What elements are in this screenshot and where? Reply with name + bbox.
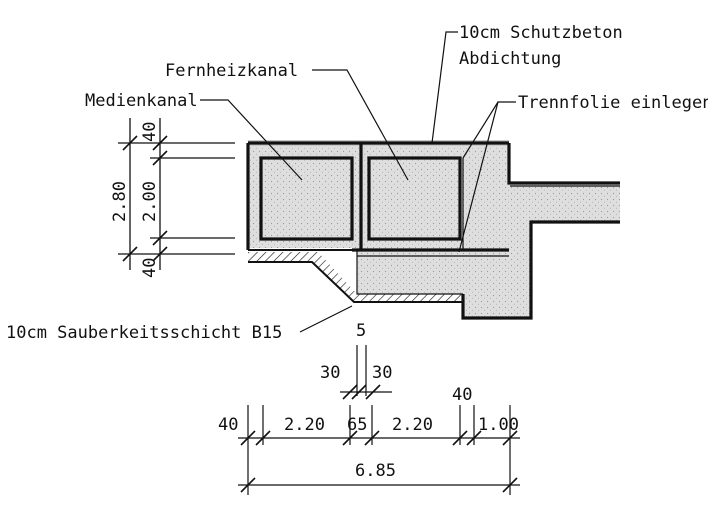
labels: 10cm Schutzbeton Abdichtung Fernheizkana… <box>6 23 708 343</box>
vdim-tick <box>152 246 168 262</box>
vdim-tick <box>152 150 168 166</box>
vdim-tick <box>122 135 138 151</box>
hdim-right-wall: 40 <box>452 385 472 405</box>
hdim-left-wall: 40 <box>218 415 238 435</box>
vertical-dimensions: 40 2.80 2.00 40 <box>110 118 235 278</box>
hdim-tick <box>240 430 256 446</box>
vdim-tick <box>152 230 168 246</box>
vdim-tick <box>152 135 168 151</box>
hdim-right-inner: 2.20 <box>392 415 433 435</box>
slab-top-line <box>507 143 620 185</box>
hdim-mid-right: 30 <box>372 363 392 383</box>
hdim-gap: 5 <box>356 321 366 341</box>
hdim-tick <box>342 384 358 400</box>
horizontal-dimensions: 5 30 30 40 40 2.20 65 2.20 1.00 6.85 <box>218 321 520 495</box>
label-schutzbeton: 10cm Schutzbeton <box>459 23 623 43</box>
vdim-inner-height: 2.00 <box>140 181 160 222</box>
hdim-tick <box>351 384 367 400</box>
label-sauberkeitsschicht: 10cm Sauberkeitsschicht B15 <box>6 323 282 343</box>
leader-lines <box>200 31 516 333</box>
hdim-overall-width: 6.85 <box>355 461 396 481</box>
leader-schutzbeton <box>431 31 458 144</box>
district-heating-cell <box>367 156 462 241</box>
hdim-mid-left: 30 <box>320 363 340 383</box>
vdim-tick <box>122 246 138 262</box>
label-trennfolie: Trennfolie einlegen <box>518 93 708 113</box>
leader-trennfolie-2 <box>462 101 499 159</box>
hdim-tick <box>502 477 518 493</box>
hdim-tick <box>365 384 381 400</box>
concrete-body <box>248 143 620 318</box>
hdim-left-inner: 2.20 <box>284 415 325 435</box>
vdim-top-wall: 40 <box>140 122 160 142</box>
hdim-tick <box>466 430 482 446</box>
concrete-structure <box>246 140 620 320</box>
hdim-tick <box>255 430 271 446</box>
leader-sauberkeitsschicht <box>299 305 353 333</box>
label-medienkanal: Medienkanal <box>85 91 198 111</box>
cleanliness-layer-edge <box>248 261 463 303</box>
media-channel-cell <box>259 156 354 241</box>
hdim-middle-wall: 65 <box>347 415 367 435</box>
hdim-tick <box>342 430 358 446</box>
label-fernheizkanal: Fernheizkanal <box>165 61 298 81</box>
hdim-tick <box>240 477 256 493</box>
hdim-tick <box>364 430 380 446</box>
hdim-tick <box>502 430 518 446</box>
slab-bottom-line <box>461 220 620 320</box>
vdim-overall-height: 2.80 <box>110 181 130 222</box>
label-abdichtung: Abdichtung <box>459 49 561 69</box>
cleanliness-layer-hatch <box>248 252 463 302</box>
leader-fernheizkanal <box>312 69 409 181</box>
vdim-bottom-wall: 40 <box>140 258 160 278</box>
leader-medienkanal <box>200 99 303 181</box>
hdim-extension: 1.00 <box>478 415 519 435</box>
hdim-tick <box>452 430 468 446</box>
